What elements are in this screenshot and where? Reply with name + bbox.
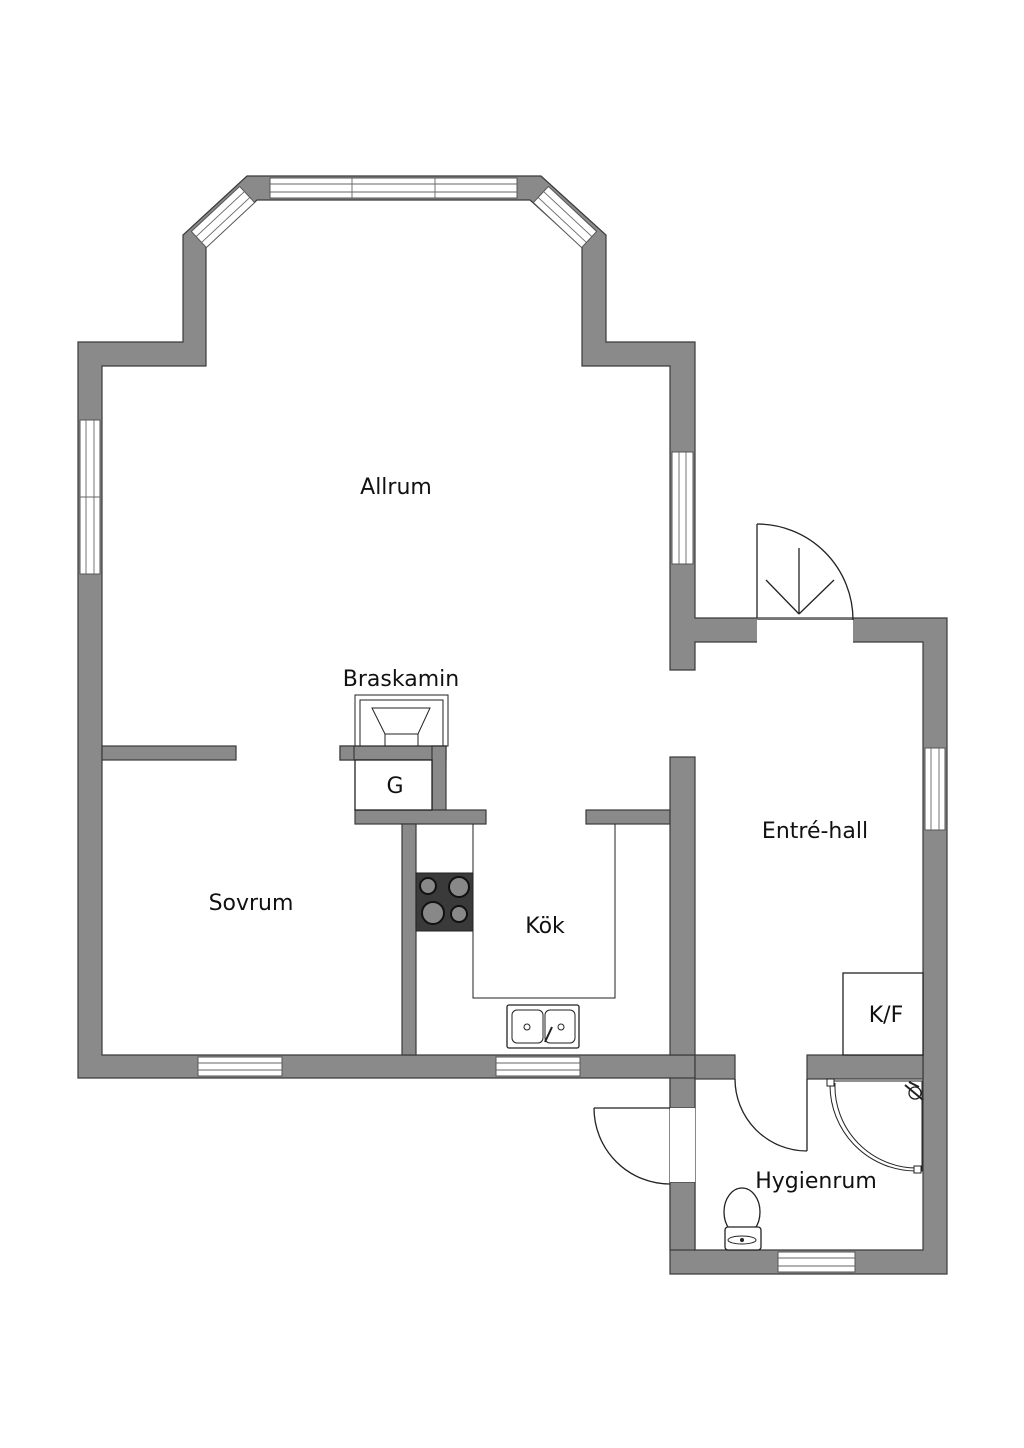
label-braskamin: Braskamin xyxy=(343,667,459,692)
wall-hall-hygien-left xyxy=(694,1054,736,1080)
label-allrum: Allrum xyxy=(360,475,432,500)
wall-fireplace-top xyxy=(339,745,447,761)
window-hall-right xyxy=(924,747,946,831)
outer-wall-main xyxy=(77,175,948,1275)
wall-allrum-sovrum xyxy=(101,745,237,761)
windows xyxy=(79,177,946,1273)
wall-kitchen-top-left xyxy=(354,809,487,825)
stove-icon xyxy=(415,872,474,932)
wall-hygien-left-low xyxy=(669,1181,696,1251)
wall-sovrum-kok xyxy=(401,823,417,1056)
room-labels: Allrum Braskamin G Sovrum Kök Entré-hall… xyxy=(209,475,904,1194)
label-kok: Kök xyxy=(525,914,565,939)
wall-hall-hygien-right xyxy=(806,1054,924,1080)
shower-icon xyxy=(826,1078,924,1174)
window-hygien-bottom xyxy=(777,1251,856,1273)
wall-fireplace-left xyxy=(339,745,355,761)
kf-box xyxy=(842,972,924,1056)
wall-fireplace-right xyxy=(431,745,447,811)
wall-kok-hall xyxy=(669,756,696,1056)
window-kok-bottom xyxy=(495,1056,581,1077)
doors xyxy=(593,523,854,1185)
hygien-inner-door xyxy=(734,1078,808,1152)
kitchen-counter xyxy=(472,824,616,999)
wall-kitchen-top-right xyxy=(585,809,671,825)
window-left xyxy=(79,419,101,575)
entrance-arrow-icon xyxy=(765,548,835,615)
window-allrum-right xyxy=(671,451,694,565)
hygien-outer-door xyxy=(593,1107,695,1185)
window-bay-right xyxy=(532,185,598,249)
window-sovrum-bottom xyxy=(197,1056,283,1077)
sink-icon xyxy=(506,1004,580,1049)
label-hygienrum: Hygienrum xyxy=(755,1169,877,1194)
toilet-icon xyxy=(723,1187,762,1251)
fixtures xyxy=(354,694,924,1251)
fireplace-icon xyxy=(354,694,449,747)
label-sovrum: Sovrum xyxy=(209,891,294,916)
window-bay-left xyxy=(190,185,256,249)
walls xyxy=(77,175,948,1275)
label-entre-hall: Entré-hall xyxy=(762,819,868,844)
window-top xyxy=(269,177,518,199)
label-kf: K/F xyxy=(869,1003,904,1028)
g-box xyxy=(354,759,433,811)
wall-hygien-left-stub xyxy=(669,1077,696,1109)
entrance-door xyxy=(756,523,854,643)
label-g: G xyxy=(386,774,403,799)
